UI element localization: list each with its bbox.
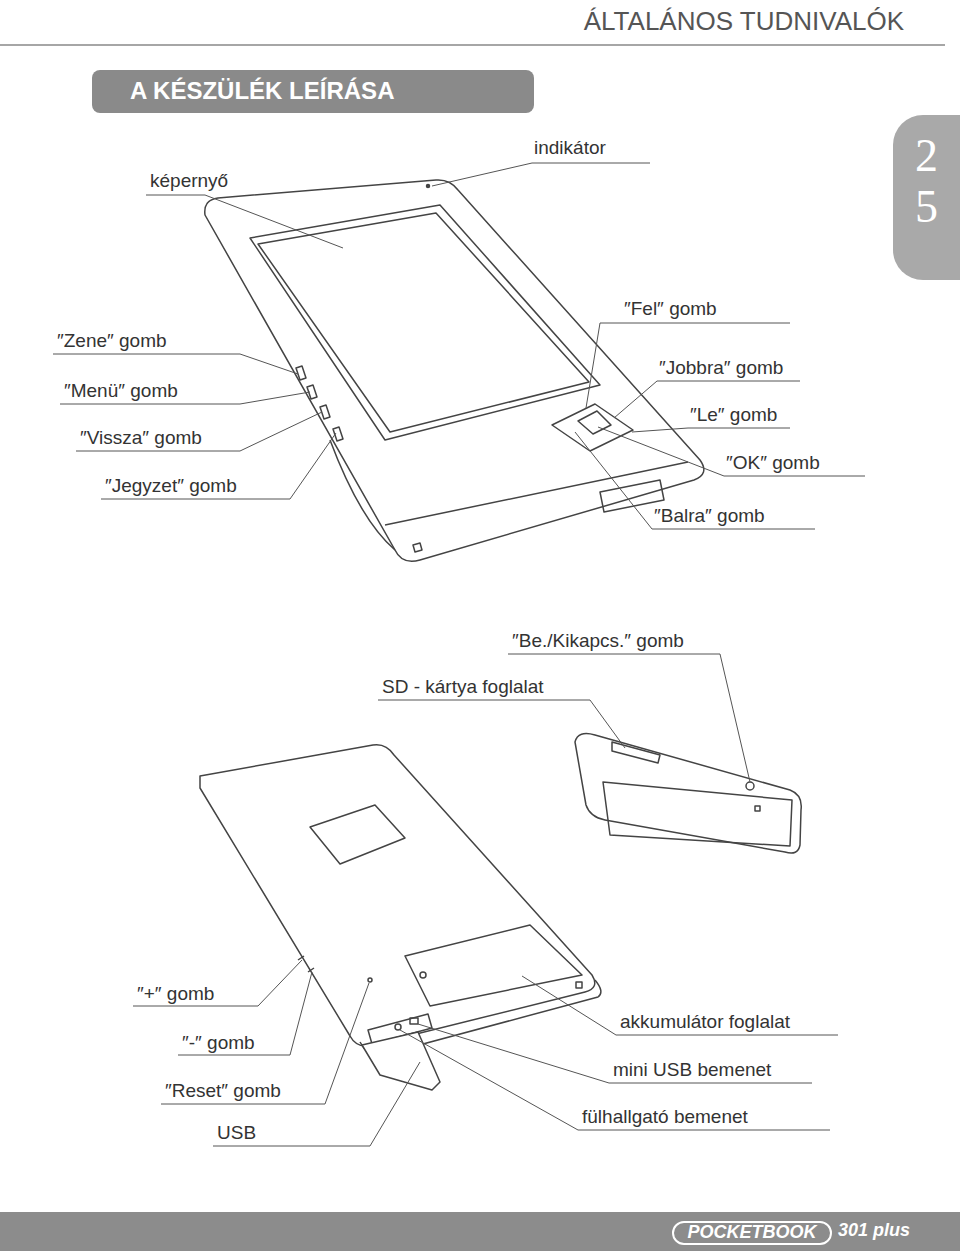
volume-buttons: [298, 956, 314, 972]
leader-line: [508, 654, 750, 782]
node-text: 301 plus: [838, 1221, 960, 1241]
port-cover: [362, 1032, 440, 1090]
screw: [420, 972, 426, 978]
screen-inner: [258, 213, 589, 432]
side-button: [333, 427, 343, 441]
callout-label: ″Reset″ gomb: [163, 1080, 283, 1102]
leader-line: [133, 960, 302, 1006]
leader-line: [586, 323, 790, 408]
section-band: A KÉSZÜLÉK LEÍRÁSA: [92, 70, 534, 113]
callout-label: indikátor: [532, 137, 608, 159]
callout-label: ″Fel″ gomb: [622, 298, 719, 320]
sd-slot: [612, 742, 660, 763]
joystick: [552, 404, 633, 451]
headphone-jack: [395, 1024, 401, 1030]
callout-label: mini USB bemenet: [611, 1059, 773, 1081]
callout-label: ″OK″ gomb: [724, 452, 822, 474]
device-back: [200, 745, 595, 1046]
led: [755, 806, 760, 811]
callout-label: ″Be./Kikapcs.″ gomb: [510, 630, 686, 652]
leader-line: [575, 432, 815, 529]
brand-logo: POCKETBOOK: [672, 1221, 832, 1245]
device-top-edge: [575, 734, 801, 854]
screen: [250, 205, 600, 440]
side-button: [296, 366, 306, 380]
device-back-panel: [603, 782, 792, 846]
page-header: ÁLTALÁNOS TUDNIVALÓK: [584, 6, 904, 36]
footer-band: 301 plus POCKETBOOK: [0, 1212, 960, 1251]
device-bezel: [385, 462, 688, 525]
indicator-dot: [427, 185, 430, 188]
header-rule: [0, 44, 945, 46]
callout-label: akkumulátor foglalat: [618, 1011, 792, 1033]
battery-cover: [405, 925, 582, 1006]
leader-line: [378, 700, 625, 748]
device-body: [205, 180, 704, 561]
node-text: POCKETBOOK: [680, 1223, 824, 1243]
callout-label: USB: [215, 1122, 258, 1144]
leader-line: [400, 1030, 830, 1130]
callout-label: ″Jobbra″ gomb: [657, 357, 785, 379]
leader-line: [522, 976, 838, 1035]
page-tab: 2 5: [893, 115, 960, 280]
callout-label: ″Zene″ gomb: [55, 330, 169, 352]
leader-line: [213, 1062, 420, 1146]
node-text: 2 5: [912, 131, 942, 232]
leader-line: [432, 163, 650, 186]
callout-label: ″Menü″ gomb: [62, 380, 180, 402]
back-port: [576, 982, 582, 988]
leader-lines: [53, 163, 865, 1146]
power-button: [746, 782, 754, 790]
callout-label: ″Vissza″ gomb: [78, 427, 204, 449]
callout-label: ″Jegyzet″ gomb: [103, 475, 239, 497]
callout-label: fülhallgató bemenet: [580, 1106, 750, 1128]
callout-label: képernyő: [148, 170, 230, 192]
leader-line: [53, 354, 298, 374]
device-edge: [330, 440, 395, 550]
node-text: A KÉSZÜLÉK LEÍRÁSA: [130, 78, 524, 104]
leader-line: [76, 412, 322, 451]
leader-line: [598, 427, 865, 476]
callout-label: ″-″ gomb: [180, 1032, 257, 1054]
leader-line: [146, 195, 343, 248]
reset-hole: [368, 978, 372, 982]
callout-label: ″+″ gomb: [135, 983, 216, 1005]
callout-label: SD - kártya foglalat: [380, 676, 546, 698]
mini-usb: [410, 1018, 418, 1024]
callout-label: ″Balra″ gomb: [652, 505, 767, 527]
callout-label: ″Le″ gomb: [688, 404, 779, 426]
leader-line: [632, 428, 790, 432]
side-port: [413, 543, 422, 552]
back-label: [310, 805, 405, 864]
